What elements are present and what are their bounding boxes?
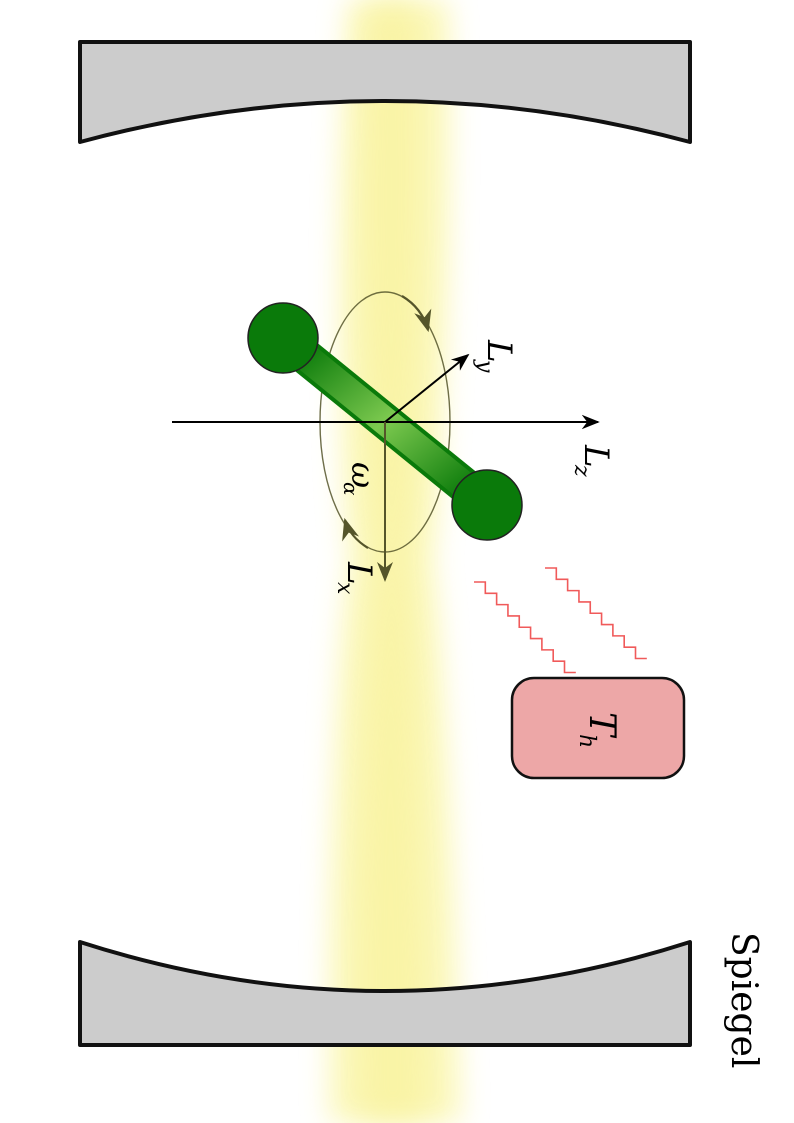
svg-text:α: α	[339, 482, 363, 496]
svg-text:T: T	[581, 712, 622, 739]
svg-text:L: L	[576, 444, 616, 468]
heat-source	[510, 676, 686, 780]
label-omega: ω α	[339, 462, 382, 496]
svg-text:h: h	[574, 734, 599, 748]
svg-text:L: L	[339, 561, 379, 585]
bottom-mirror	[78, 940, 692, 1047]
top-mirror	[78, 40, 692, 144]
svg-text:x: x	[332, 582, 357, 595]
svg-text:z: z	[569, 464, 594, 477]
label-th: T h	[574, 712, 622, 748]
svg-text:Spiegel: Spiegel	[723, 932, 764, 1068]
label-lz: L z	[569, 444, 616, 477]
svg-text:ω: ω	[344, 462, 382, 488]
label-ly: L y	[472, 339, 519, 373]
ly-axis	[384, 353, 470, 423]
laser-beam	[329, 0, 460, 1123]
svg-text:L: L	[479, 339, 519, 363]
svg-text:y: y	[472, 359, 497, 373]
label-lx: L x	[332, 561, 379, 595]
mirror-label: Spiegel	[723, 932, 764, 1068]
axes	[172, 353, 600, 582]
heat-waves	[473, 567, 647, 674]
